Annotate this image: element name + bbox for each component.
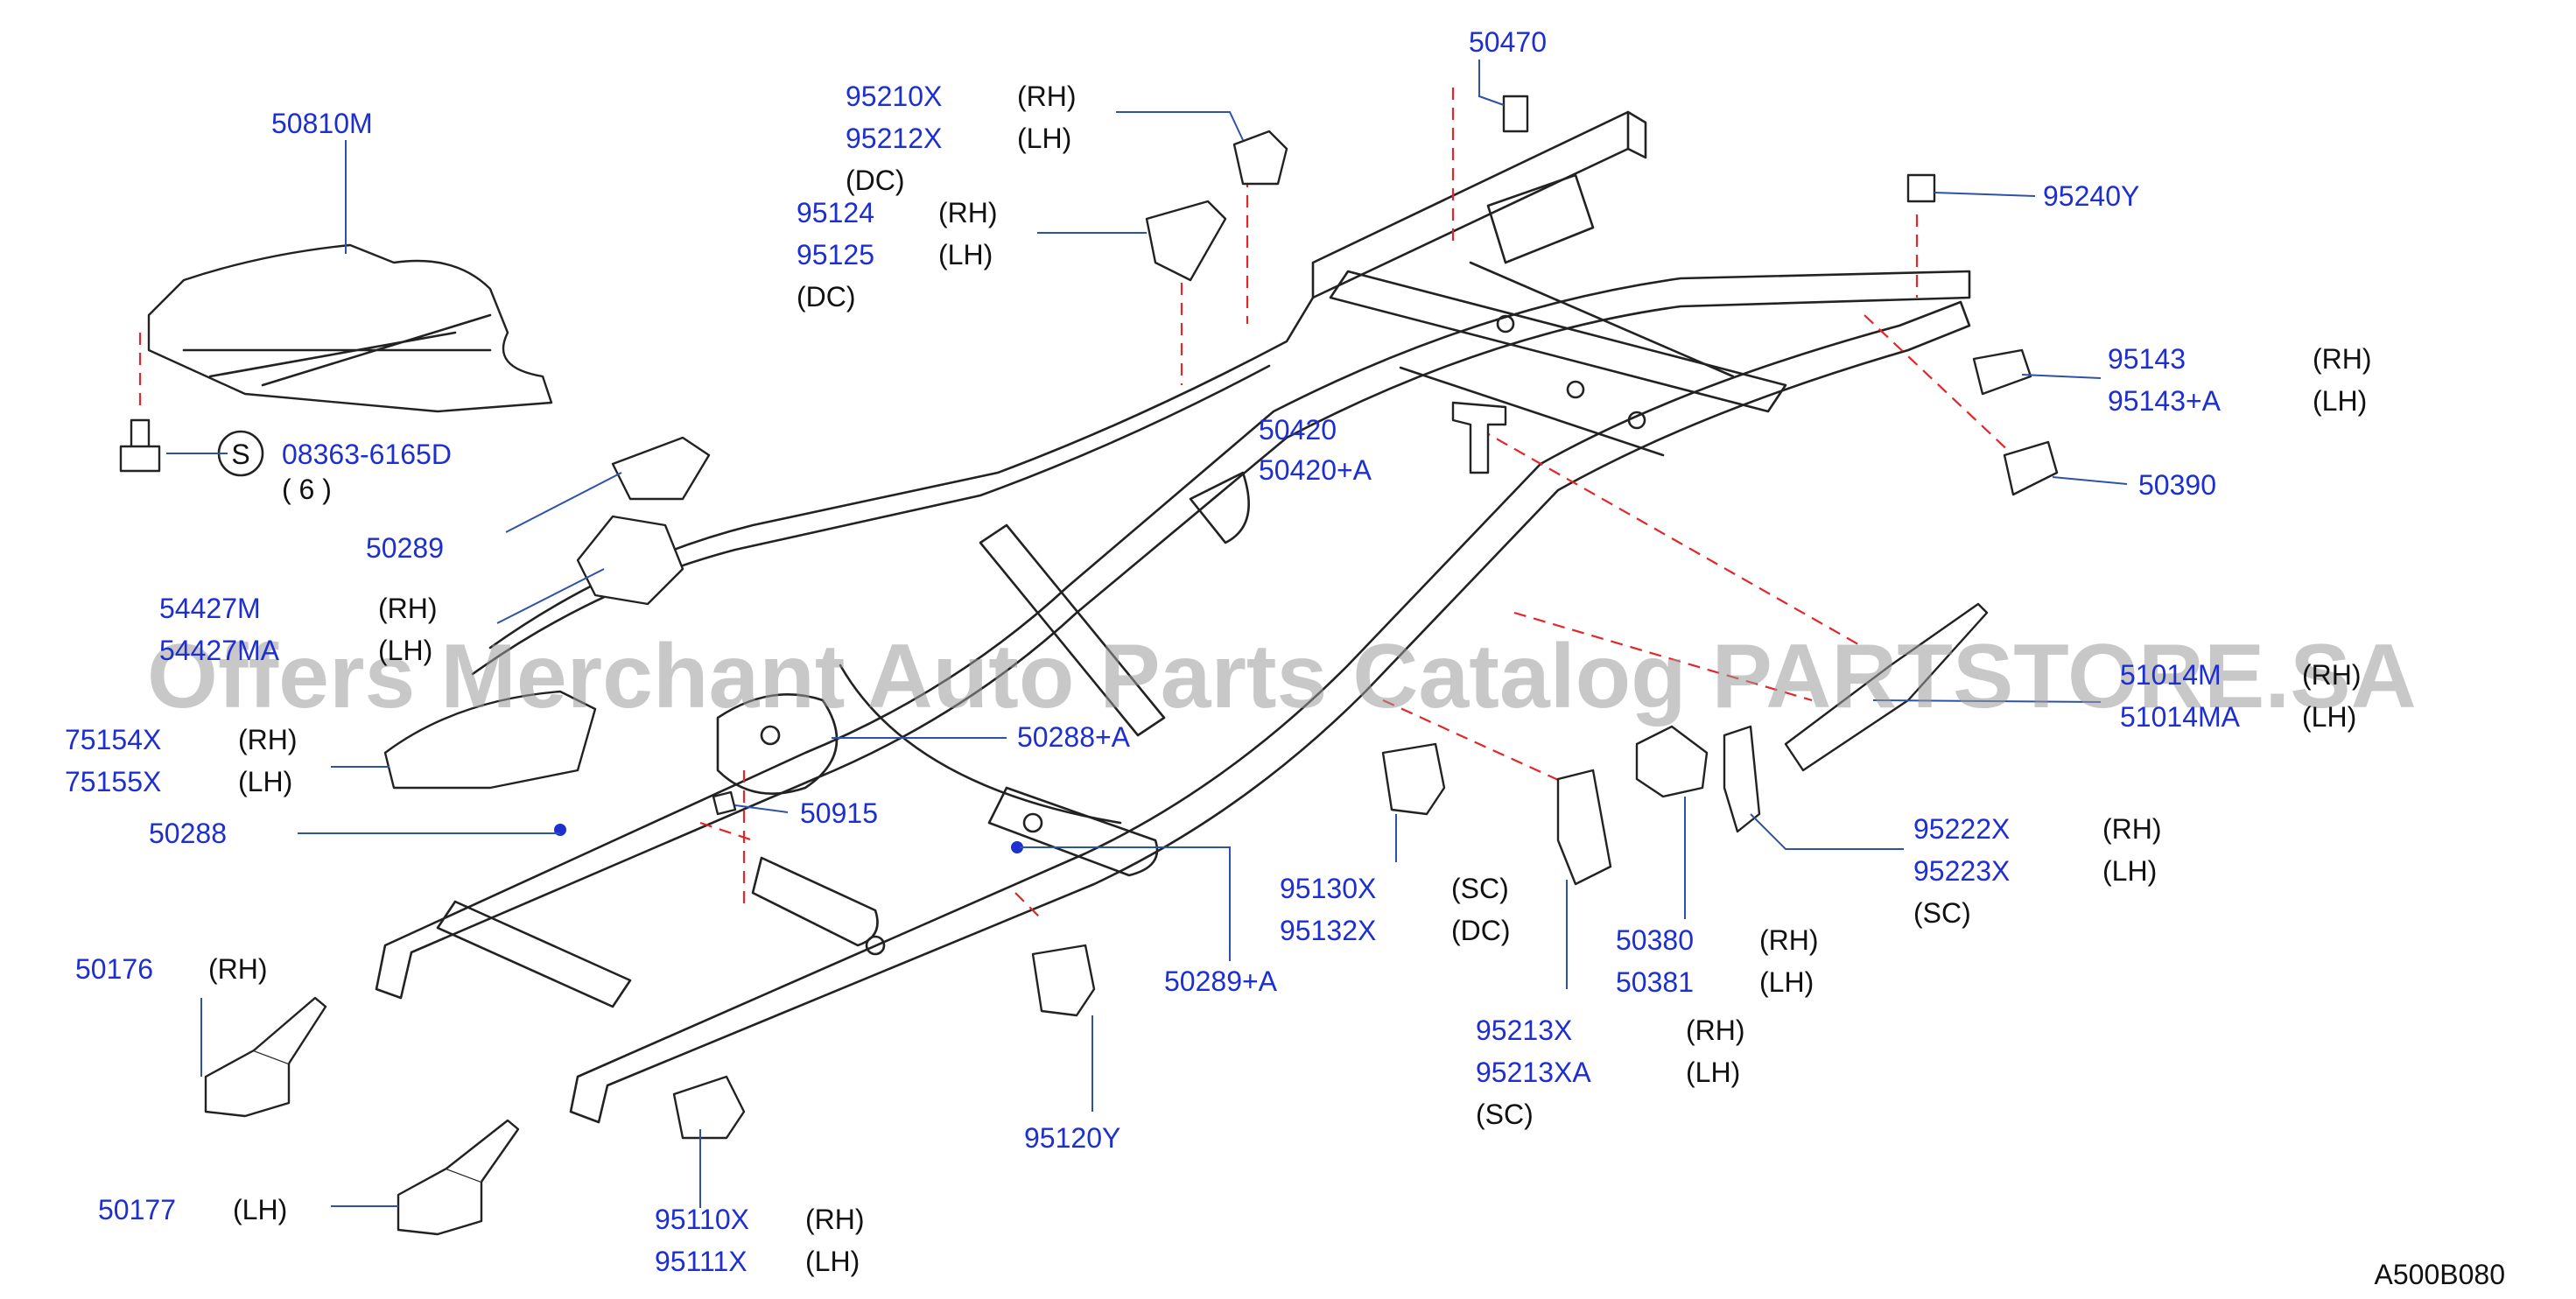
part-number-95213xa[interactable]: 95213XA xyxy=(1476,1057,1591,1088)
side-note: (SC) xyxy=(1476,1099,1534,1130)
side-note: (RH) xyxy=(2313,343,2372,375)
part-number-95143-a[interactable]: 95143+A xyxy=(2108,385,2222,417)
side-note: (SC) xyxy=(1913,897,1971,929)
side-note: (DC) xyxy=(797,281,856,312)
part-number-95132x[interactable]: 95132X xyxy=(1280,915,1376,946)
part-number-54427ma[interactable]: 54427MA xyxy=(159,635,280,666)
side-note: (DC) xyxy=(846,165,905,196)
side-note: (LH) xyxy=(1017,123,1071,154)
part-number-50288-a[interactable]: 50288+A xyxy=(1017,721,1131,753)
part-number-95110x[interactable]: 95110X xyxy=(655,1204,749,1235)
part-number-95210x[interactable]: 95210X xyxy=(846,81,942,112)
part-number-95213x[interactable]: 95213X xyxy=(1476,1015,1572,1046)
side-note: (RH) xyxy=(1759,924,1819,956)
part-number-75155x[interactable]: 75155X xyxy=(65,766,161,797)
part-number-95125[interactable]: 95125 xyxy=(797,239,874,270)
assembly-dashed-lines xyxy=(138,88,2014,920)
side-note: (RH) xyxy=(1686,1015,1745,1046)
part-number-95212x[interactable]: 95212X xyxy=(846,123,942,154)
part-number-50420[interactable]: 50420 xyxy=(1259,414,1337,446)
side-note: (LH) xyxy=(2102,855,2157,887)
part-number-51014m[interactable]: 51014M xyxy=(2120,659,2222,691)
isolated-parts: S xyxy=(119,95,2059,1236)
side-note: (RH) xyxy=(2302,659,2362,691)
part-number-08363-6165d[interactable]: 08363-6165D xyxy=(282,439,452,470)
s-bolt-marker-label: S xyxy=(231,439,249,470)
side-note: (LH) xyxy=(233,1194,287,1225)
leader-lines xyxy=(166,60,2128,1208)
part-number-95223x[interactable]: 95223X xyxy=(1913,855,2010,887)
part-number-50380[interactable]: 50380 xyxy=(1616,924,1694,956)
side-note: (RH) xyxy=(938,197,998,228)
side-note: (LH) xyxy=(1759,966,1814,998)
callout-labels: 50810M 08363-6165D ( 6 ) 50289 54427M (RH) 544… xyxy=(65,26,2372,1277)
side-note: (RH) xyxy=(238,724,298,755)
part-number-50810m[interactable]: 50810M xyxy=(271,108,373,139)
side-note: (RH) xyxy=(1017,81,1077,112)
part-number-50289-a[interactable]: 50289+A xyxy=(1164,965,1278,997)
part-number-50176[interactable]: 50176 xyxy=(75,953,153,985)
watermark-text: Offers Merchant Auto Parts Catalog PARTS… xyxy=(147,626,2417,727)
part-number-50381[interactable]: 50381 xyxy=(1616,966,1694,998)
part-number-95130x[interactable]: 95130X xyxy=(1280,873,1376,904)
part-number-95120y[interactable]: 95120Y xyxy=(1024,1122,1120,1154)
part-number-54427m[interactable]: 54427M xyxy=(159,593,261,624)
side-note: ( 6 ) xyxy=(282,474,332,505)
diagram-code: A500B080 xyxy=(2375,1259,2505,1290)
side-note: (RH) xyxy=(805,1204,865,1235)
side-note: (LH) xyxy=(2302,701,2356,733)
part-number-95143[interactable]: 95143 xyxy=(2108,343,2186,375)
side-note: (RH) xyxy=(378,593,438,624)
side-note: (LH) xyxy=(238,766,292,797)
part-number-95124[interactable]: 95124 xyxy=(797,197,874,228)
part-number-50177[interactable]: 50177 xyxy=(98,1194,176,1225)
side-note: (LH) xyxy=(1686,1057,1740,1088)
side-note: (LH) xyxy=(2313,385,2367,417)
side-note: (RH) xyxy=(2102,813,2162,845)
side-note: (LH) xyxy=(378,635,432,666)
side-note: (LH) xyxy=(805,1246,860,1277)
part-number-51014ma[interactable]: 51014MA xyxy=(2120,701,2241,733)
part-number-50420-a[interactable]: 50420+A xyxy=(1259,454,1372,486)
side-note: (RH) xyxy=(208,953,268,985)
part-number-95111x[interactable]: 95111X xyxy=(655,1246,748,1277)
part-number-75154x[interactable]: 75154X xyxy=(65,724,161,755)
side-note: (DC) xyxy=(1451,915,1511,946)
side-note: (LH) xyxy=(938,239,993,270)
part-number-95240y[interactable]: 95240Y xyxy=(2043,180,2139,212)
part-number-50915[interactable]: 50915 xyxy=(800,797,878,829)
side-note: (SC) xyxy=(1451,873,1509,904)
part-number-95222x[interactable]: 95222X xyxy=(1913,813,2010,845)
part-number-50470[interactable]: 50470 xyxy=(1469,26,1547,58)
part-number-50289[interactable]: 50289 xyxy=(366,532,444,564)
chassis-frame xyxy=(375,110,1971,1124)
part-number-50288[interactable]: 50288 xyxy=(149,818,227,849)
part-number-50390[interactable]: 50390 xyxy=(2138,469,2216,501)
